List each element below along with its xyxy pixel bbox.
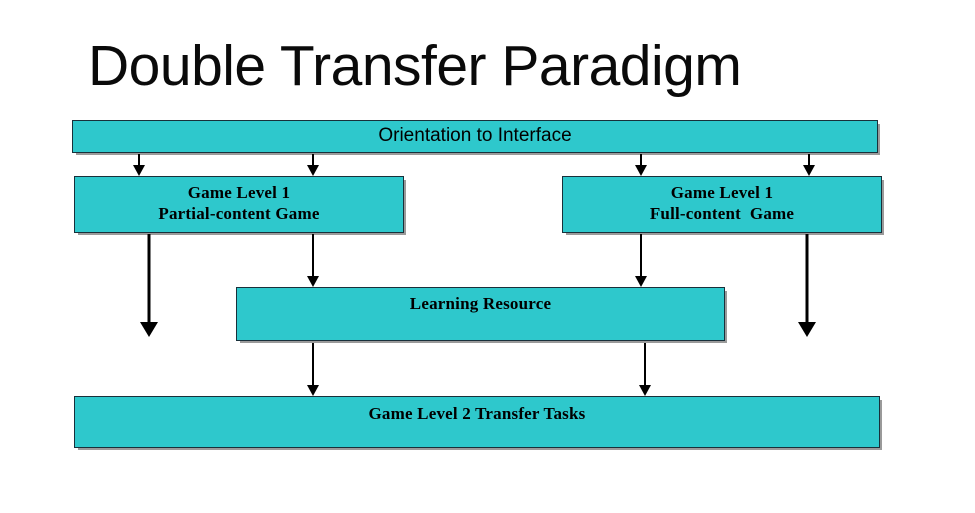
node-learning-resource-label: Learning Resource (409, 294, 552, 313)
node-game-level-1-full-label: Game Level 1 Full-content Game (649, 183, 795, 223)
node-game-level-2-transfer-tasks: Game Level 2 Transfer Tasks (74, 396, 880, 448)
arrow-learning-to-transfer-right (638, 343, 652, 396)
page-title: Double Transfer Paradigm (88, 34, 742, 98)
arrow-orientation-to-full-left (634, 154, 648, 176)
arrow-full-to-transfer-bypass (797, 234, 817, 337)
arrow-partial-to-transfer-bypass (139, 234, 159, 337)
arrow-full-to-learning (634, 234, 648, 287)
arrow-learning-to-transfer-left (306, 343, 320, 396)
node-game-level-1-partial-content: Game Level 1 Partial-content Game (74, 176, 404, 233)
node-game-level-1-partial-label: Game Level 1 Partial-content Game (158, 183, 320, 223)
arrow-orientation-to-partial-right (306, 154, 320, 176)
arrow-orientation-to-full-right (802, 154, 816, 176)
node-game-level-1-full-content: Game Level 1 Full-content Game (562, 176, 882, 233)
node-orientation-to-interface: Orientation to Interface (72, 120, 878, 153)
arrow-orientation-to-partial-left (132, 154, 146, 176)
node-game-level-2-label: Game Level 2 Transfer Tasks (368, 404, 586, 423)
node-orientation-label: Orientation to Interface (378, 125, 572, 146)
node-learning-resource: Learning Resource (236, 287, 725, 341)
arrow-partial-to-learning (306, 234, 320, 287)
